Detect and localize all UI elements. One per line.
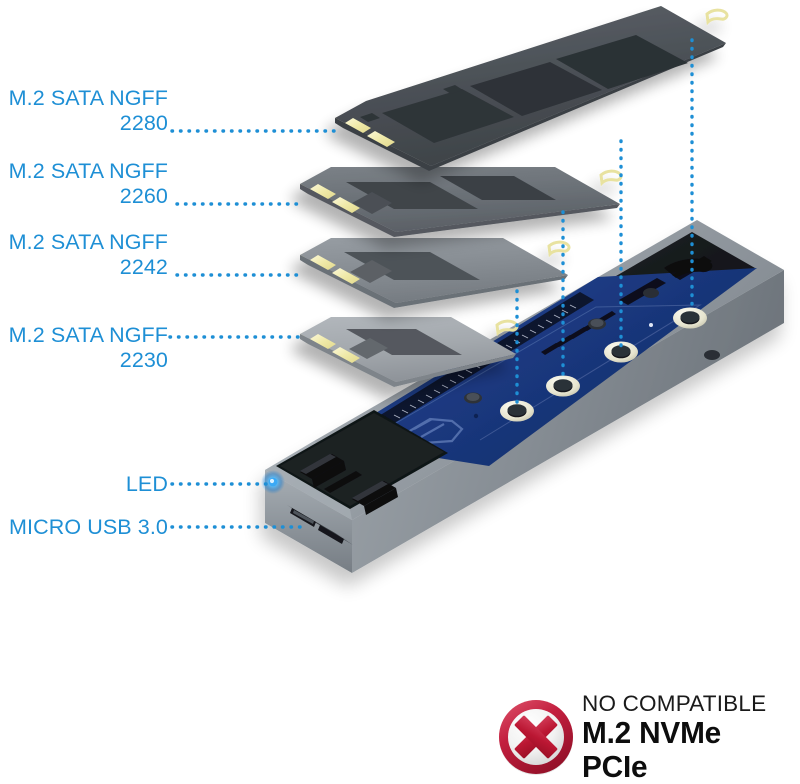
callout-label-line1: MICRO USB 3.0	[8, 515, 168, 539]
ssd-enclosure	[261, 220, 784, 573]
leader-lines	[168, 129, 336, 529]
callout-label-line2: 2230	[119, 348, 168, 372]
pcb-led-dot	[649, 323, 653, 327]
internal-pcb	[330, 268, 757, 466]
mounting-hole-2242	[546, 375, 580, 397]
callout-label-line2: 2260	[119, 184, 168, 208]
ssd-notch-2242	[547, 240, 571, 258]
callout-micro-usb-3: MICRO USB 3.0	[0, 515, 168, 540]
callout-label-line2: 2280	[119, 111, 168, 135]
micro-usb-3-port	[287, 505, 353, 545]
ssd-module-2242	[300, 238, 571, 308]
callout-label-line2: 2242	[119, 255, 168, 279]
mounting-hole-2280	[673, 307, 707, 329]
ssd-module-2230	[300, 317, 519, 387]
enclosure-screws	[464, 288, 720, 404]
ssd-notch-2280	[705, 8, 729, 26]
mounting-hole-2230	[500, 400, 534, 422]
callout-m2-sata-ngff-2242: M.2 SATA NGFF 2242	[8, 230, 168, 280]
callout-led: LED	[8, 472, 168, 497]
ssd-notch-2260	[599, 169, 623, 187]
callout-m2-sata-ngff-2230: M.2 SATA NGFF 2230	[8, 323, 168, 373]
ssd-module-2280	[335, 6, 729, 171]
callout-m2-sata-ngff-2260: M.2 SATA NGFF 2260	[8, 159, 168, 209]
callout-label-line1: M.2 SATA NGFF	[8, 230, 168, 254]
vertical-leader-lines	[515, 38, 694, 406]
pcb-trace-outline	[371, 304, 702, 441]
callout-m2-sata-ngff-2280: M.2 SATA NGFF 2280	[8, 86, 168, 136]
enclosure-left-side	[352, 270, 784, 573]
badge-line-no-compatible: NO COMPATIBLE	[582, 690, 767, 716]
ssd-notch-2230	[495, 319, 519, 337]
mounting-hole-2260	[604, 341, 638, 363]
red-circle-x-icon	[499, 700, 573, 775]
led-indicator	[261, 470, 285, 494]
badge-text-block: NO COMPATIBLE M.2 NVMe PCIe	[582, 691, 796, 784]
mounting-holes	[500, 307, 707, 422]
callout-label-line1: LED	[125, 472, 168, 496]
no-compatible-badge: NO COMPATIBLE M.2 NVMe PCIe	[496, 691, 796, 783]
ssd-module-2260	[300, 167, 623, 237]
callout-label-line1: M.2 SATA NGFF	[8, 86, 168, 110]
pcb-via	[473, 413, 479, 419]
callout-label-line1: M.2 SATA NGFF	[8, 323, 168, 347]
end-cap	[276, 410, 448, 515]
callout-label-line1: M.2 SATA NGFF	[8, 159, 168, 183]
badge-line-m2-nvme-pcie: M.2 NVMe PCIe	[582, 714, 722, 784]
